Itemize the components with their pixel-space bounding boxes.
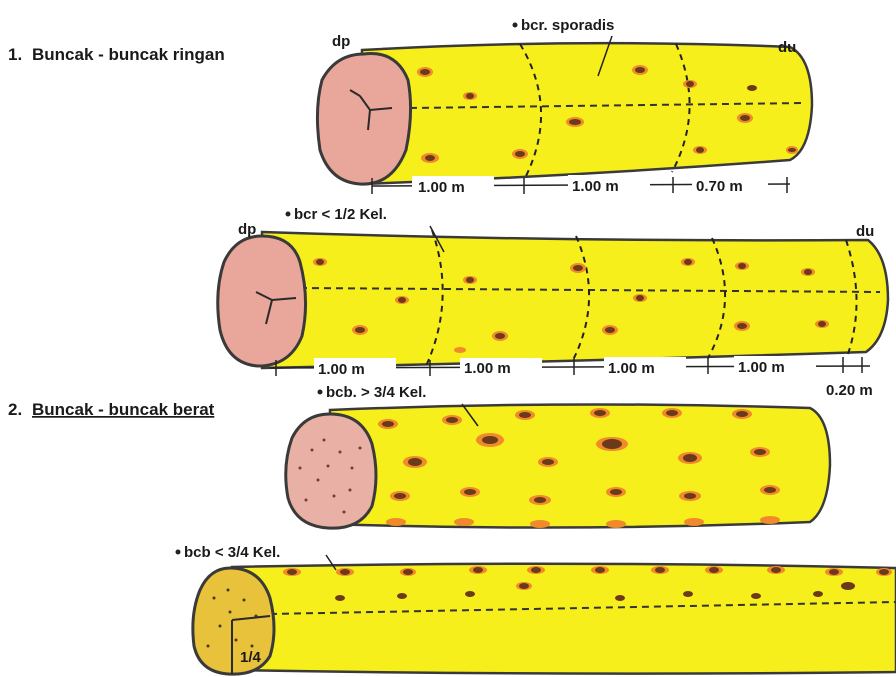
log-2-tip-label: du xyxy=(856,223,874,240)
log-4: 1/4 bcb < 3/4 Kel. xyxy=(176,544,896,674)
log-2-cut-face xyxy=(218,236,306,366)
log-1-segment-length: 0.70 m xyxy=(696,178,743,195)
section-title-light: Buncak - buncak ringan xyxy=(32,45,225,64)
log-2-segment-length: 1.00 m xyxy=(318,361,365,378)
log-3-cut-face xyxy=(286,414,376,528)
section-heading-heavy: 2. Buncak - buncak berat xyxy=(8,400,215,419)
log-3-body xyxy=(330,404,830,527)
log-3: bcb. > 3/4 Kel. xyxy=(286,384,830,528)
log-4-body xyxy=(232,564,896,674)
log-4-defect-note: bcb < 3/4 Kel. xyxy=(184,544,280,561)
log-4-cut-face xyxy=(193,568,274,674)
log-2-segment-length: 0.20 m xyxy=(826,382,873,399)
log-1-tip-label: du xyxy=(778,39,796,56)
log-2-body xyxy=(262,232,888,368)
log-2-segment-length: 1.00 m xyxy=(608,360,655,377)
log-1-cut-face xyxy=(317,54,410,185)
log-1-segment-length: 1.00 m xyxy=(418,179,465,196)
section-heading-light: 1. Buncak - buncak ringan xyxy=(8,45,225,64)
log-1-segment-length: 1.00 m xyxy=(572,178,619,195)
log-4-quarter-label: 1/4 xyxy=(240,649,262,666)
log-2-base-label: dp xyxy=(238,221,256,238)
log-2-segment-length: 1.00 m xyxy=(738,359,785,376)
log-1: dp du bcr. sporadis 1.00 m 1.00 m 0.70 m xyxy=(317,17,812,196)
section-number-heavy: 2. xyxy=(8,400,22,419)
section-title-heavy: Buncak - buncak berat xyxy=(32,400,215,419)
log-1-defect-note: bcr. sporadis xyxy=(521,17,614,34)
log-2-segment-length: 1.00 m xyxy=(464,360,511,377)
log-1-base-label: dp xyxy=(332,33,350,50)
log-2: dp du bcr < 1/2 Kel. 1.00 m 1.00 m 1.00 … xyxy=(218,206,888,399)
log-3-defect-note: bcb. > 3/4 Kel. xyxy=(326,384,426,401)
section-number-light: 1. xyxy=(8,45,22,64)
log-2-defect-note: bcr < 1/2 Kel. xyxy=(294,206,387,223)
